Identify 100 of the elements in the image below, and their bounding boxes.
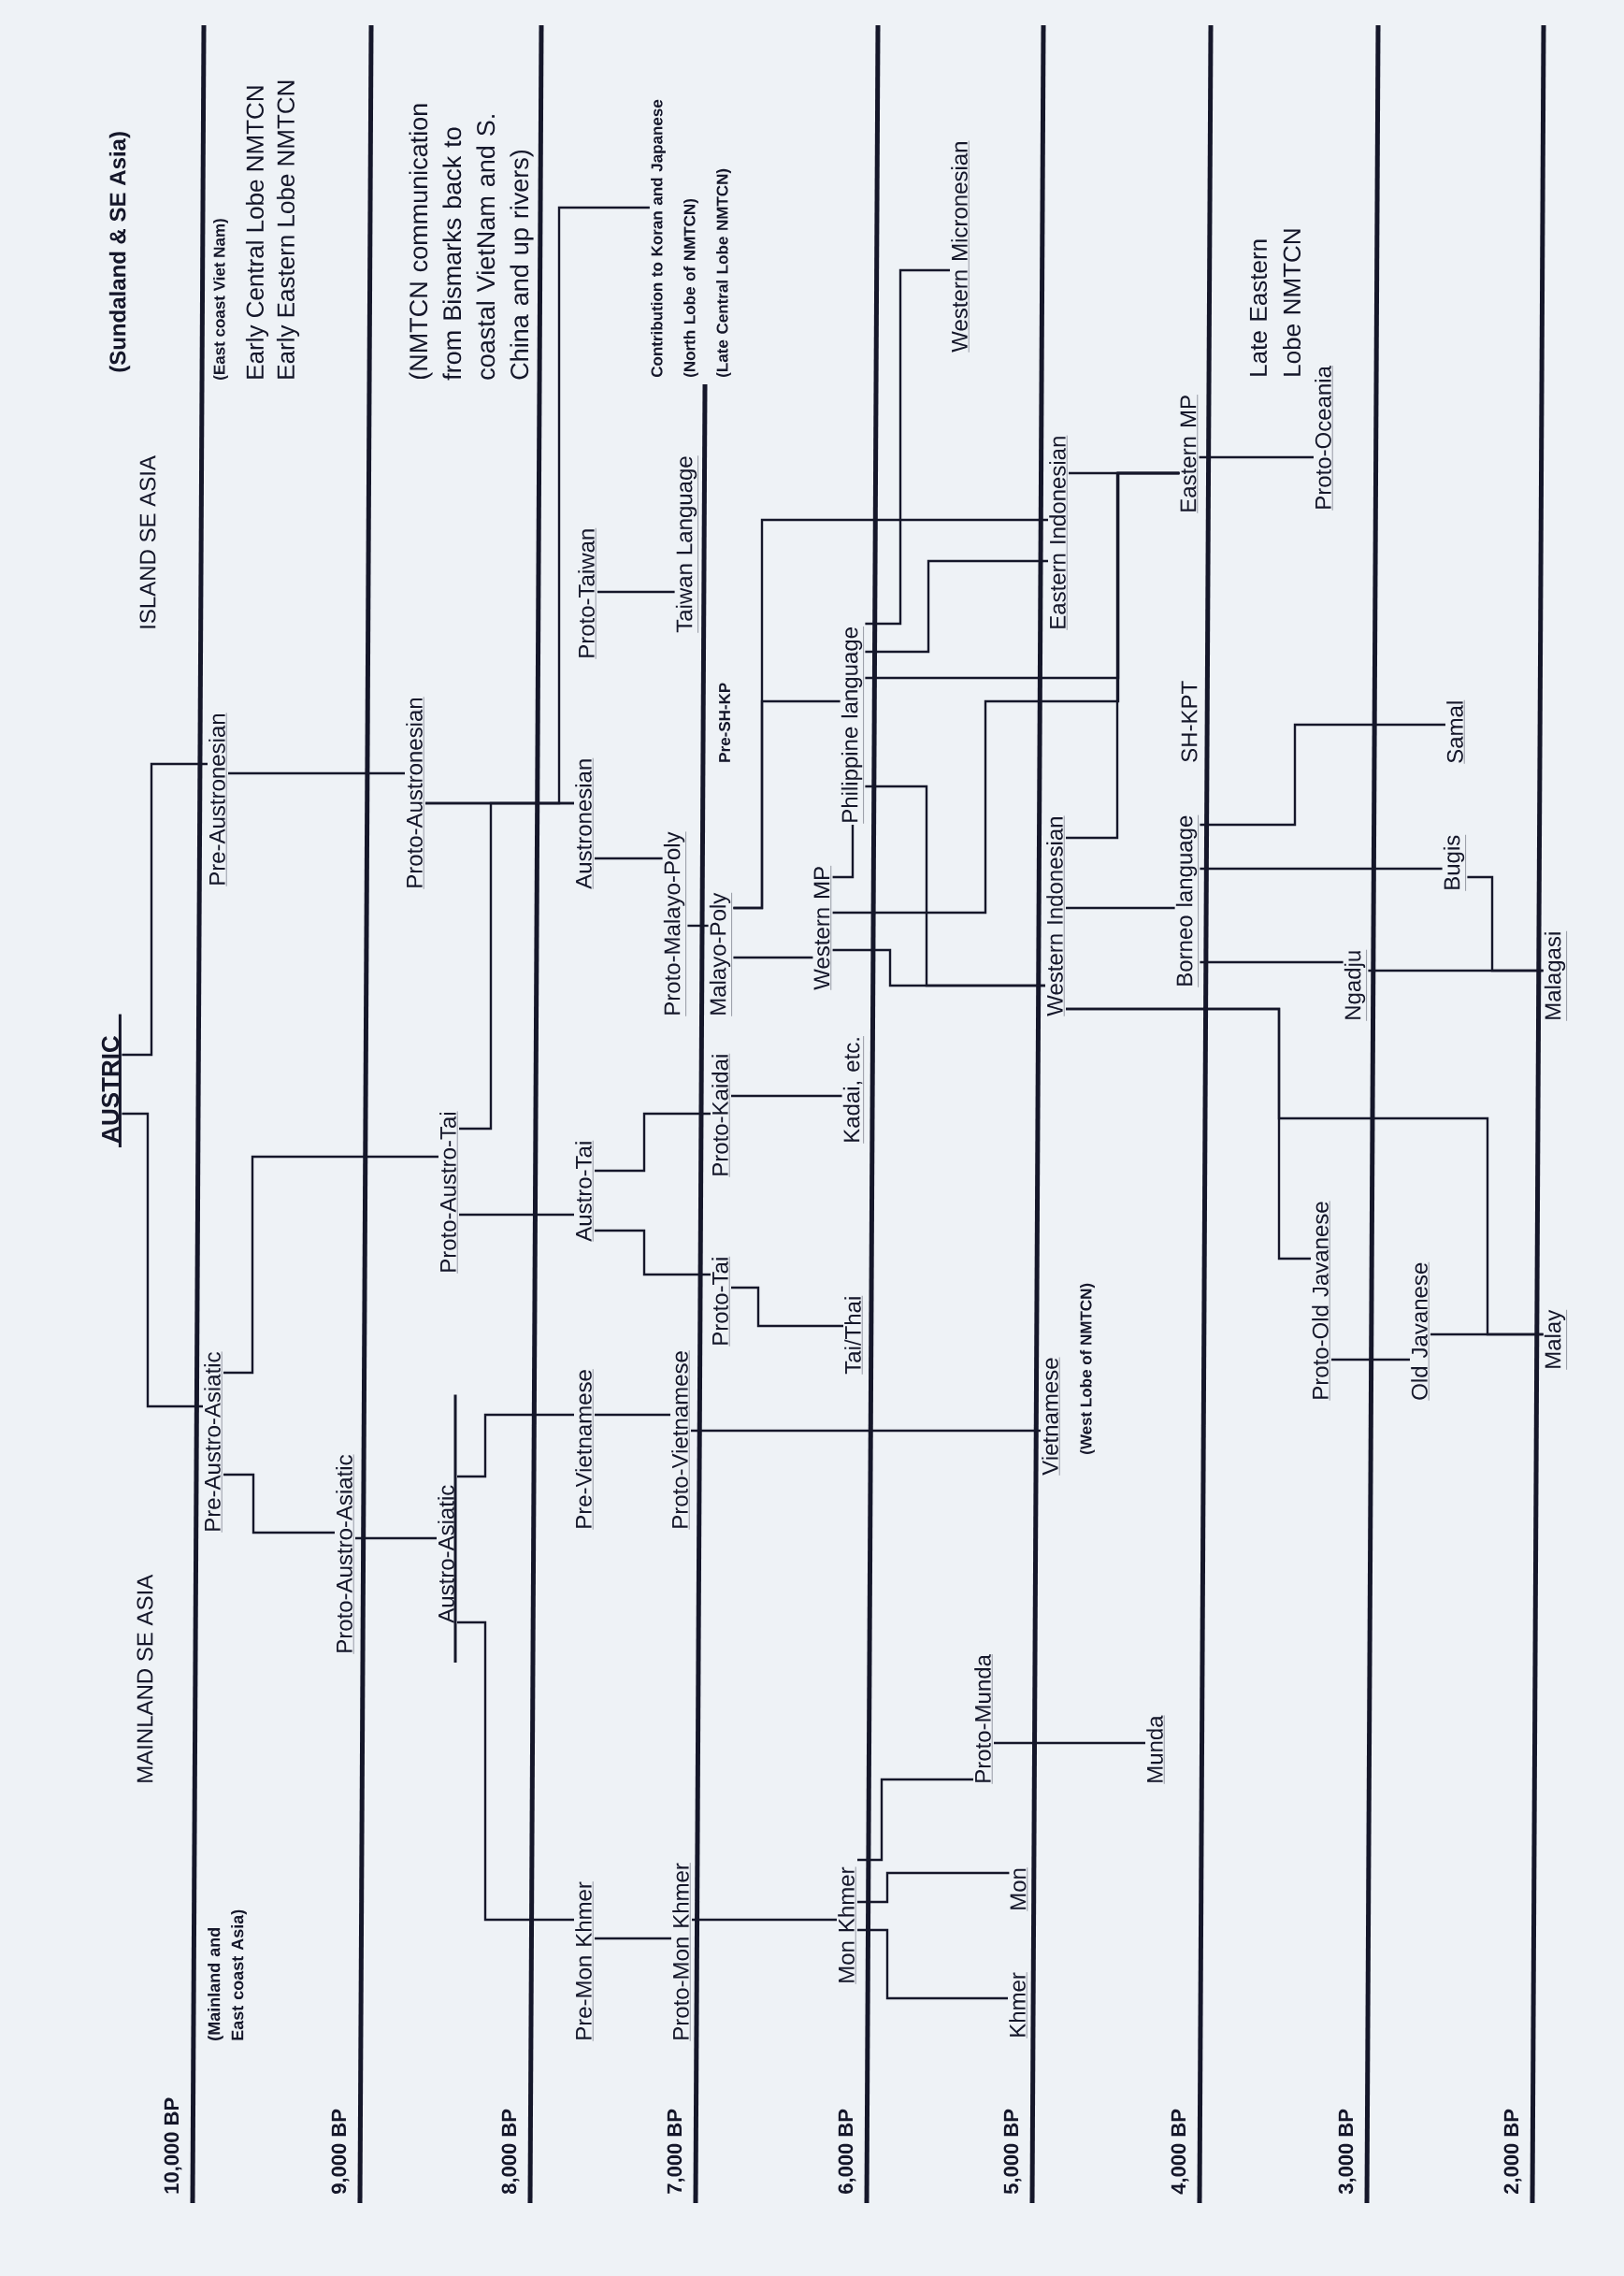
- tree-line: [1200, 960, 1344, 964]
- language-label: Proto-Taiwan: [578, 527, 596, 659]
- language-label: Malay: [1544, 1309, 1567, 1370]
- time-label: 7,000 BP: [667, 2109, 685, 2194]
- language-label: Proto-Mon Khmer: [672, 1862, 691, 2041]
- language-label: Proto-Austro-Tai: [439, 1111, 458, 1274]
- language-label: Western Micronesian: [951, 140, 970, 353]
- time-label: 10,000 BP: [164, 2097, 182, 2194]
- language-label: Western MP: [813, 865, 831, 990]
- language-label: Proto-Munda: [974, 1653, 993, 1784]
- tree-line: [857, 1871, 1010, 1904]
- language-label: Old Javanese: [1411, 1261, 1430, 1401]
- tree-line: [865, 268, 950, 626]
- note-text: Contribution to Koran and Japanese (North Lobe of NMTCN) (Late Central Lobe NMTCN): [651, 99, 731, 378]
- tree-line: [595, 1937, 671, 1940]
- tree-line: [1200, 867, 1443, 871]
- note-text: Pre-SH-KP: [719, 683, 731, 762]
- tree-line: [1467, 875, 1544, 972]
- note-text: (Mainland and East coast Asia): [208, 1909, 247, 2040]
- tree-line: [122, 762, 208, 1057]
- tree-line: [595, 1413, 670, 1417]
- language-label: Austro-Tai: [575, 1140, 594, 1242]
- note-text: Early Eastern Lobe NMTCN: [276, 80, 300, 379]
- language-label: Taiwan Language: [675, 455, 698, 633]
- tree-line: [1200, 723, 1445, 827]
- tree-line: [687, 924, 709, 928]
- note-text: (East coast Viet Nam): [213, 219, 228, 380]
- tree-line: [459, 1213, 574, 1217]
- language-label: Mon Khmer: [838, 1866, 856, 1984]
- tree-line: [425, 206, 650, 805]
- language-label: Proto-Austro-Asiatic: [336, 1454, 354, 1654]
- language-label: Pre-Mon Khmer: [575, 1880, 594, 2041]
- tree-line: [595, 1112, 711, 1173]
- language-label: Eastern MP: [1180, 394, 1198, 513]
- language-label: Philippine language: [841, 626, 864, 824]
- tree-line: [223, 1473, 335, 1534]
- language-label: Eastern Indonesian: [1049, 435, 1068, 630]
- tree-line: [459, 801, 574, 1131]
- tree-line: [457, 1621, 574, 1922]
- tree-line: [1430, 1332, 1544, 1336]
- language-label: Pre-Vietnamese: [575, 1368, 594, 1530]
- language-label: Proto-Tai: [711, 1256, 730, 1347]
- tree-line: [228, 771, 405, 775]
- tree-line: [857, 1928, 1008, 2000]
- language-label: Samal: [1446, 699, 1465, 764]
- language-label: Austronesian: [575, 757, 594, 889]
- node-label: Austro-Asiatic: [438, 1485, 454, 1623]
- tree-line: [865, 559, 1048, 654]
- tree-line: [857, 1778, 973, 1862]
- language-label: Malagasi: [1544, 930, 1567, 1021]
- tree-line: [994, 1741, 1145, 1745]
- language-label: Western Indonesian: [1046, 815, 1065, 1016]
- language-label: Pre-Austro-Asiatic: [204, 1351, 223, 1533]
- language-label: Proto-Old Javanese: [1312, 1201, 1330, 1401]
- time-label: 2,000 BP: [1503, 2109, 1522, 2194]
- tree-line: [692, 1918, 837, 1922]
- language-label: Tai/Thai: [844, 1295, 863, 1375]
- tree-line: [1199, 455, 1314, 459]
- language-label: Khmer: [1009, 1971, 1028, 2038]
- tree-line: [122, 1112, 203, 1408]
- tree-line: [733, 699, 841, 910]
- tree-line: [832, 825, 855, 879]
- language-label: Ngadju: [1344, 949, 1367, 1021]
- tree-line: [691, 1429, 1041, 1433]
- tree-line: [1066, 471, 1180, 840]
- time-label: 4,000 BP: [1171, 2109, 1189, 2195]
- tree-line: [595, 857, 663, 860]
- time-label: 5,000 BP: [1003, 2109, 1022, 2195]
- time-label: 8,000 BP: [501, 2109, 520, 2195]
- region-heading: MAINLAND SE ASIA: [137, 1574, 153, 1782]
- note-text: SH-KPT: [1181, 681, 1198, 762]
- tree-line: [1066, 906, 1175, 910]
- language-label: Proto-Kaidai: [711, 1053, 730, 1177]
- tree-line: [1331, 1358, 1410, 1361]
- note-text: Late Eastern Lobe NMTCN: [1249, 229, 1301, 376]
- language-label: Proto-Austronesian: [406, 697, 424, 889]
- tree-line: [733, 956, 813, 959]
- time-label: 3,000 BP: [1338, 2109, 1357, 2195]
- tree-line: [597, 590, 675, 594]
- tree-line: [595, 1229, 711, 1276]
- language-label: AUSTRIC: [101, 1035, 121, 1144]
- tree-line: [355, 1536, 437, 1540]
- language-label: Bugis: [1443, 834, 1466, 891]
- language-label: Proto-Oceania: [1315, 365, 1333, 511]
- tree-line: [223, 1155, 438, 1375]
- language-label: Borneo language: [1175, 814, 1199, 987]
- tree-line: [731, 1286, 843, 1328]
- language-label: Mon: [1010, 1866, 1028, 1911]
- language-label: Vietnamese: [1042, 1357, 1060, 1476]
- language-label: Kadai, etc.: [842, 1035, 864, 1144]
- region-heading: ISLAND SE ASIA: [139, 455, 156, 628]
- node-note: (West Lobe of NMTCN): [1080, 1283, 1095, 1454]
- note-text: Early Central Lobe NMTCN: [245, 86, 269, 379]
- note-text: (NMTCN communication from Bismarks back to coastal VietNam and S. China and up rivers): [409, 104, 534, 381]
- language-label: Malayo-Poly: [709, 892, 732, 1016]
- time-label: 6,000 BP: [838, 2109, 856, 2194]
- tree-line: [457, 1413, 574, 1478]
- tree-line: [865, 785, 1045, 987]
- language-label: Munda: [1146, 1715, 1165, 1784]
- language-label: Proto-Malayo-Poly: [663, 831, 686, 1016]
